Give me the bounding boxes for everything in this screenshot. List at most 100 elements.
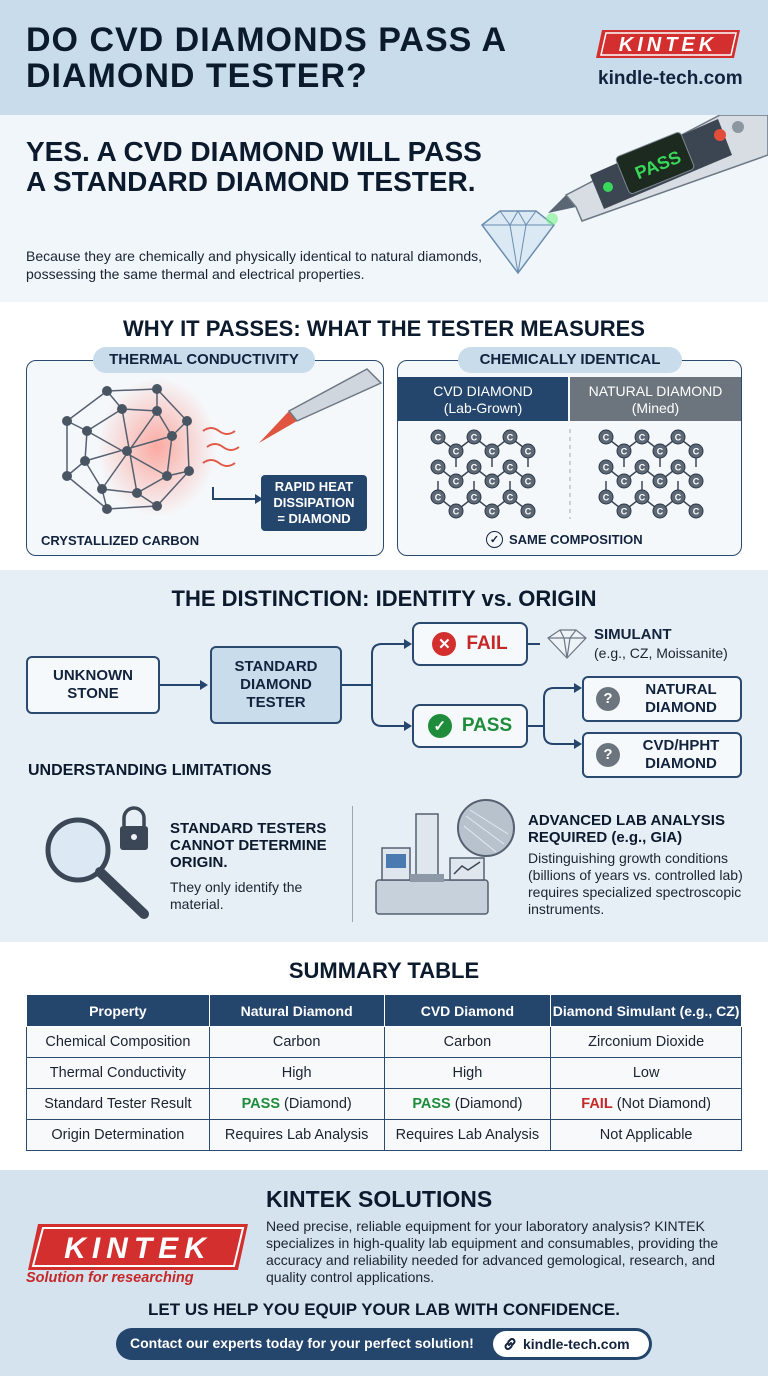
chemical-pill: CHEMICALLY IDENTICAL	[458, 347, 682, 373]
tester-pen-icon: PASS	[546, 115, 768, 225]
lab-instrument-illustration	[375, 799, 515, 915]
carbon-atom	[616, 503, 632, 519]
carbon-atom-label: C	[603, 433, 610, 443]
svg-text:KINTEK: KINTEK	[619, 34, 717, 56]
hero-section: YES. A CVD DIAMOND WILL PASS A STANDARD …	[0, 115, 768, 302]
carbon-atom-label: C	[453, 507, 460, 517]
header-url[interactable]: kindle-tech.com	[598, 68, 743, 89]
table-row: Standard Tester Result PASS (Diamond) PA…	[26, 1088, 742, 1120]
carbon-atom-label: C	[435, 493, 442, 503]
tester-line: DIAMOND	[240, 676, 312, 693]
carbon-atom	[448, 503, 464, 519]
table-header-cell: Natural Diamond	[208, 994, 385, 1027]
table-header-cell: CVD Diamond	[383, 994, 552, 1027]
table-cell: High	[383, 1057, 552, 1089]
limit-right-text: Distinguishing growth conditions (billio…	[528, 850, 743, 917]
crystal-lattice-illustration	[62, 368, 383, 517]
carbon-atom	[688, 503, 704, 519]
carbon-atom	[634, 429, 650, 445]
tag-line: RAPID HEAT	[274, 479, 354, 494]
summary-title: SUMMARY TABLE	[288, 958, 480, 983]
fail-label: FAIL	[466, 633, 508, 654]
link-icon	[504, 1338, 516, 1350]
table-cell: Carbon	[208, 1026, 385, 1058]
question-icon: ?	[596, 687, 620, 711]
carbon-atom-label: C	[471, 493, 478, 503]
natural-column-header: NATURAL DIAMOND (Mined)	[570, 377, 741, 421]
carbon-atom-label: C	[489, 477, 496, 487]
simulant-label: SIMULANT (e.g., CZ, Moissanite)	[594, 626, 728, 661]
natural-line: DIAMOND	[645, 699, 717, 716]
tag-line: DISSIPATION	[273, 495, 355, 510]
carbon-atom-label: C	[507, 493, 514, 503]
carbon-atom	[430, 489, 446, 505]
cvd-title: CVD DIAMOND	[433, 383, 533, 399]
crystallized-carbon-label: CRYSTALLIZED CARBON	[41, 533, 200, 548]
tag-line: = DIAMOND	[277, 511, 351, 526]
table-cell: PASS (Diamond)	[383, 1088, 552, 1120]
simulant-title: SIMULANT	[594, 626, 672, 643]
summary-section: SUMMARY TABLE Property Natural Diamond C…	[0, 942, 768, 1170]
table-cell: Zirconium Dioxide	[550, 1026, 742, 1058]
page-title: DO CVD DIAMONDS PASS A DIAMOND TESTER?	[26, 21, 506, 95]
carbon-atom-label: C	[525, 477, 532, 487]
cell-text: (Not Diamond)	[616, 1096, 711, 1112]
hero-subtitle: Because they are chemically and physical…	[26, 248, 483, 282]
kintek-logo[interactable]: KINTEK	[594, 28, 742, 60]
carbon-atom-label: C	[657, 507, 664, 517]
carbon-atom-label: C	[675, 493, 682, 503]
distinction-section: THE DISTINCTION: IDENTITY vs. ORIGIN UNK…	[0, 570, 768, 942]
cell-text: (Diamond)	[454, 1096, 523, 1112]
x-circle-icon: ✕	[432, 632, 457, 656]
carbon-atom	[670, 429, 686, 445]
carbon-atom-label: C	[471, 463, 478, 473]
limitations-divider	[352, 806, 353, 922]
table-header-row: Property Natural Diamond CVD Diamond Dia…	[26, 994, 742, 1027]
carbon-atom	[634, 459, 650, 475]
check-circle-icon: ✓	[427, 714, 452, 738]
carbon-atom-label: C	[657, 477, 664, 487]
cvd-line: CVD/HPHT	[642, 737, 720, 754]
cta-url[interactable]: kindle-tech.com	[523, 1336, 630, 1352]
table-row: Origin Determination Requires Lab Analys…	[26, 1119, 742, 1151]
carbon-atom	[466, 489, 482, 505]
limit-left-title: STANDARD TESTERS CANNOT DETERMINE ORIGIN…	[170, 820, 327, 871]
carbon-atom	[484, 503, 500, 519]
simulant-gem-icon	[547, 629, 587, 659]
kintek-logo[interactable]: KINTEK	[26, 1222, 250, 1272]
heat-waves-icon	[202, 427, 240, 467]
carbon-atom	[502, 459, 518, 475]
fail-result-box: ✕ FAIL	[412, 622, 528, 666]
thermal-pill: THERMAL CONDUCTIVITY	[93, 347, 315, 373]
cvd-sub: (Lab-Grown)	[443, 400, 523, 416]
svg-text:KINTEK: KINTEK	[64, 1232, 212, 1265]
carbon-atom	[448, 473, 464, 489]
diamond-icon	[480, 209, 556, 275]
table-cell: Low	[550, 1057, 742, 1089]
fail-word: FAIL	[581, 1096, 613, 1112]
table-cell: Carbon	[383, 1026, 552, 1058]
contact-banner[interactable]: Contact our experts today for your perfe…	[116, 1328, 652, 1360]
pass-word: PASS	[412, 1096, 451, 1112]
carbon-atom-label: C	[693, 507, 700, 517]
probe-icon	[259, 368, 383, 443]
carbon-atom	[688, 473, 704, 489]
carbon-atom-label: C	[525, 507, 532, 517]
pass-word: PASS	[241, 1096, 280, 1112]
carbon-atom-label: C	[657, 447, 664, 457]
cta-text[interactable]: Contact our experts today for your perfe…	[130, 1335, 474, 1351]
carbon-atom	[652, 443, 668, 459]
carbon-atom-label: C	[621, 507, 628, 517]
carbon-atom-label: C	[489, 507, 496, 517]
carbon-atom-label: C	[435, 463, 442, 473]
cta-link[interactable]: kindle-tech.com	[493, 1331, 649, 1357]
cvd-column-header: CVD DIAMOND (Lab-Grown)	[398, 377, 568, 421]
carbon-atom-label: C	[507, 433, 514, 443]
carbon-atom-label: C	[675, 463, 682, 473]
table-cell: FAIL (Not Diamond)	[550, 1088, 742, 1120]
question-icon: ?	[596, 743, 620, 767]
